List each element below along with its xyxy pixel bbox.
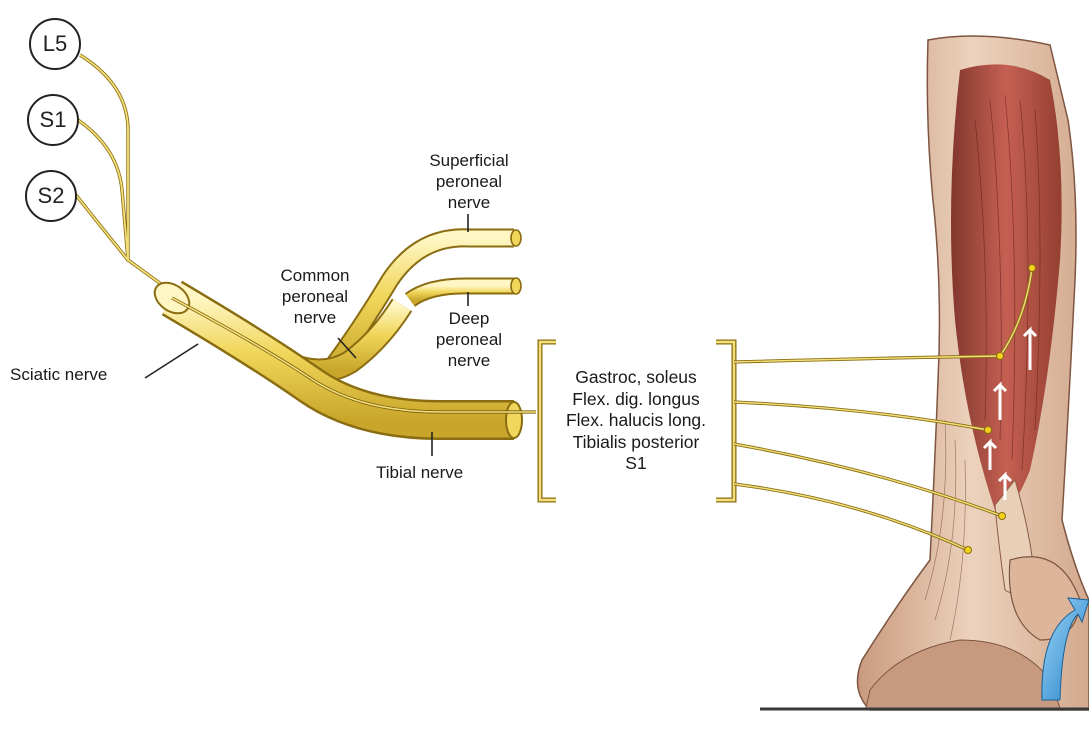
superficial-cut-end [510,229,522,247]
root-label: S1 [39,107,67,132]
deep-cut-end [510,277,522,295]
muscle-endpoint [964,546,972,554]
left-bracket-inner [538,340,556,502]
root-circle-s1: S1 [27,94,79,146]
deep-peroneal-label: Deep peroneal nerve [435,309,503,370]
superficial-peroneal-label: Superficial peroneal nerve [429,151,509,212]
root-circle-s2: S2 [25,170,77,222]
leg-illustration [760,35,1089,711]
up-arrow-icon [1022,326,1038,370]
muscle-endpoint [998,512,1006,520]
muscle-item: Flex. halucis long. [565,410,707,430]
calf-muscle [951,64,1062,512]
nerve-trunk [153,228,536,440]
root-label: L5 [42,31,68,56]
muscle-endpoint [1028,264,1036,272]
up-arrow-icon [992,381,1008,420]
muscle-list: Gastroc, soleus Flex. dig. longus Flex. … [536,367,736,475]
root-label: S2 [37,183,65,208]
muscle-endpoint [984,426,992,434]
common-peroneal-label: Common peroneal nerve [280,266,350,327]
curved-arrow-icon [1041,597,1089,701]
tibial-cut-end [505,401,523,439]
right-bracket-inner [716,340,736,502]
muscle-item: Tibialis posterior [572,431,700,452]
up-arrow-icon [997,471,1013,500]
muscle-endpoint [996,352,1004,360]
muscle-item: Flex. dig. longus [572,388,700,409]
muscle-item: Gastroc, soleus [575,367,697,387]
tibial-nerve-label: Tibial nerve [376,463,464,482]
root-circle-l5: L5 [29,18,81,70]
up-arrow-icon [982,438,998,470]
sciatic-nerve-label: Sciatic nerve [10,365,108,384]
muscle-item: S1 [625,453,647,473]
heel [1008,556,1081,641]
